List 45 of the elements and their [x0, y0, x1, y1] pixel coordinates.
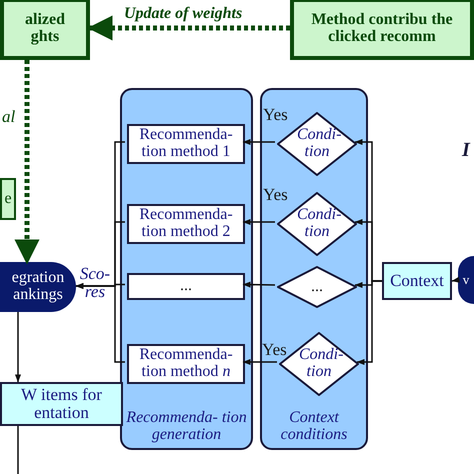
node-label: v: [462, 273, 470, 287]
arrow: [242, 282, 276, 288]
dashed-arrow: [14, 60, 40, 264]
dashed-arrow: [88, 16, 290, 40]
edge-label: Yes: [263, 186, 288, 204]
node-label: Method contribu the clicked recomm: [310, 12, 454, 46]
node-label: Recommenda- tion method 1: [138, 127, 234, 161]
arrow: [242, 219, 275, 225]
process-box: [290, 0, 474, 60]
node-label: egration ankings: [10, 270, 66, 304]
panel-title: Recommenda- tion generation: [125, 410, 248, 444]
node-label: alized ghts: [24, 12, 66, 46]
method-box: [127, 344, 245, 384]
edge-label: Yes: [262, 341, 287, 359]
node-label: Context: [390, 272, 444, 290]
group-panel: [260, 88, 368, 450]
edge-label: Yes: [263, 106, 288, 124]
text-label: I: [462, 140, 470, 161]
node-label: W items for entation: [20, 386, 103, 422]
terminal-pill: [0, 262, 76, 312]
decision-diamond: [277, 266, 357, 308]
node-label: Recommenda- tion method n: [138, 347, 234, 381]
connector-line: [17, 426, 19, 474]
arrow: [356, 280, 382, 365]
arrow: [15, 312, 21, 382]
process-box: [382, 262, 452, 300]
node-label: ...: [310, 278, 324, 296]
process-box: [0, 0, 90, 60]
edge-label: Update of weights: [122, 6, 244, 23]
arrow: [76, 283, 125, 363]
edge-label: Sco- res: [78, 265, 112, 301]
method-box: [127, 124, 245, 164]
edge-label: al: [2, 108, 16, 126]
method-box: [127, 273, 245, 300]
panel-title: Context conditions: [280, 410, 348, 444]
arrow: [242, 139, 275, 145]
node-label: Recommenda- tion method 2: [138, 207, 234, 241]
group-panel: [120, 88, 253, 450]
process-box: [0, 382, 123, 426]
method-box: [127, 204, 245, 244]
process-box: [0, 178, 16, 220]
arrow: [242, 359, 277, 365]
arrow: [452, 276, 460, 283]
node-label: e: [4, 190, 12, 208]
node-label: ...: [179, 278, 193, 295]
